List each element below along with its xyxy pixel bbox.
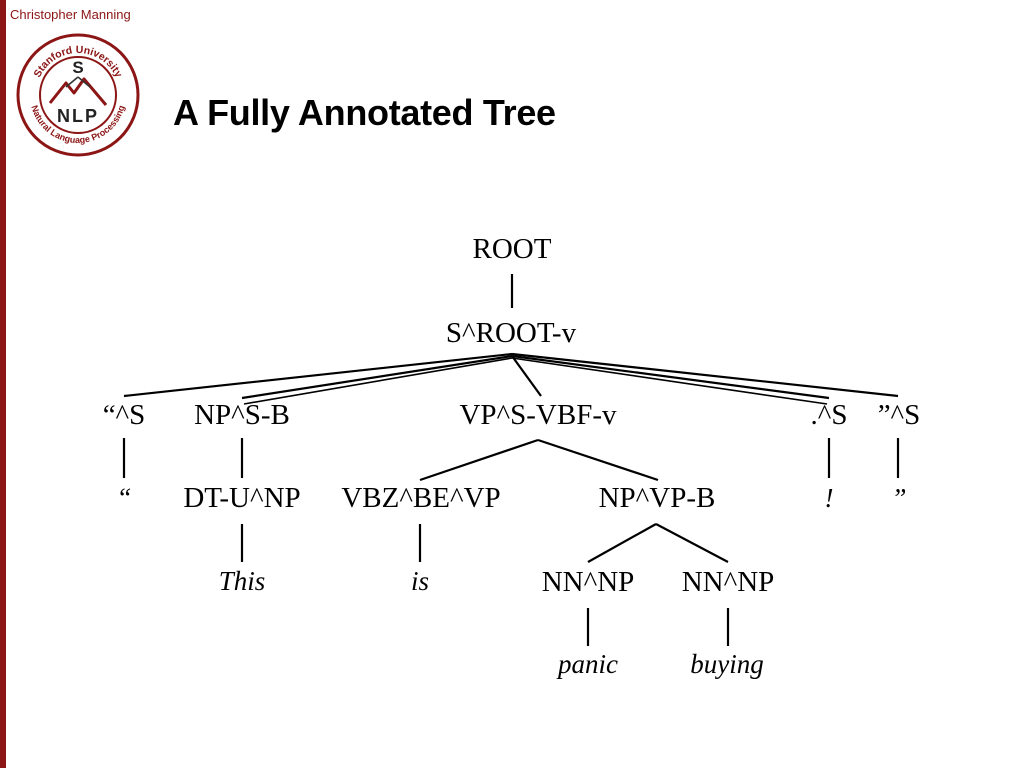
tree-edges <box>122 274 900 646</box>
word-buying: buying <box>690 649 764 679</box>
logo-inner-ring <box>39 56 117 134</box>
slide-title: A Fully Annotated Tree <box>173 92 556 133</box>
node-period: .^S <box>811 399 848 431</box>
word-this: This <box>219 566 266 596</box>
edge-s-vp <box>511 355 542 397</box>
logo-center-letter: S <box>72 58 83 77</box>
edge-npobj-nn2 <box>655 523 729 563</box>
word-open-quote: “ <box>116 483 131 513</box>
node-nn-1: NN^NP <box>542 566 635 598</box>
edge-s-closequote <box>511 352 899 398</box>
node-vp: VP^S-VBF-v <box>459 399 617 431</box>
logo-center-text: NLP <box>57 106 99 126</box>
left-accent-bar <box>0 0 6 768</box>
word-panic: panic <box>556 649 618 679</box>
edge-s-period <box>511 354 830 400</box>
word-is: is <box>411 566 429 596</box>
mountain-icon <box>48 77 108 106</box>
node-dt: DT-U^NP <box>183 482 300 514</box>
node-close-quote: ”^S <box>878 399 921 431</box>
edge-s-openquote <box>123 352 513 398</box>
node-s-root: S^ROOT-v <box>446 317 577 349</box>
node-open-quote: “^S <box>103 399 146 431</box>
node-np-object: NP^VP-B <box>599 482 716 514</box>
edge-s-period-2 <box>511 357 828 405</box>
edge-vp-vbz <box>419 438 539 482</box>
word-close-quote: ” <box>891 483 906 513</box>
edge-s-npsubj-2 <box>243 357 513 405</box>
node-vbz: VBZ^BE^VP <box>341 482 500 514</box>
tree-branch-icon <box>65 76 91 88</box>
node-np-subject: NP^S-B <box>194 399 290 431</box>
word-bang: ! <box>825 483 834 513</box>
edge-s-npsubj <box>241 354 513 400</box>
node-nn-2: NN^NP <box>682 566 775 598</box>
edge-vp-npobj <box>537 438 659 482</box>
node-root: ROOT <box>473 233 552 265</box>
author-label: Christopher Manning <box>10 7 131 22</box>
edge-npobj-nn1 <box>587 523 657 563</box>
stanford-nlp-logo: Stanford University Natural Language Pro… <box>16 33 140 157</box>
